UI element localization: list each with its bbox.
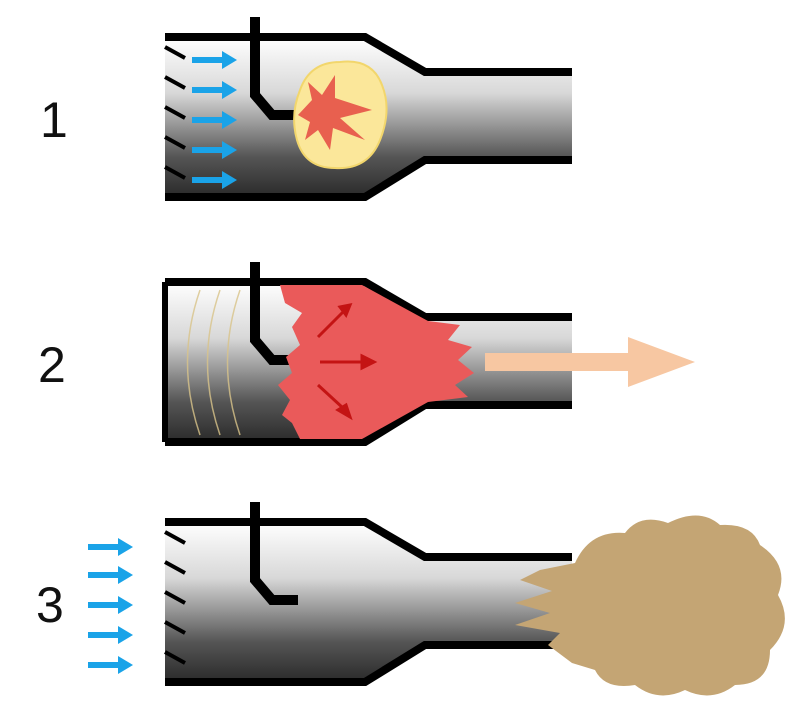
stage-2: 2 (38, 262, 695, 442)
ignition-burst (298, 75, 372, 150)
tube-2 (165, 262, 572, 442)
tube-3 (165, 502, 572, 682)
exhaust-cloud (515, 515, 785, 696)
air-inlet-arrows (88, 538, 133, 674)
stage-3: 3 (36, 502, 785, 696)
stage-1-label: 1 (40, 92, 68, 148)
thrust-arrow (485, 337, 695, 387)
pressure-waves (186, 289, 241, 436)
expansion-arrows (316, 302, 378, 421)
stage-3-label: 3 (36, 577, 64, 633)
stage-2-label: 2 (38, 337, 66, 393)
stage-1: 1 (40, 17, 572, 197)
